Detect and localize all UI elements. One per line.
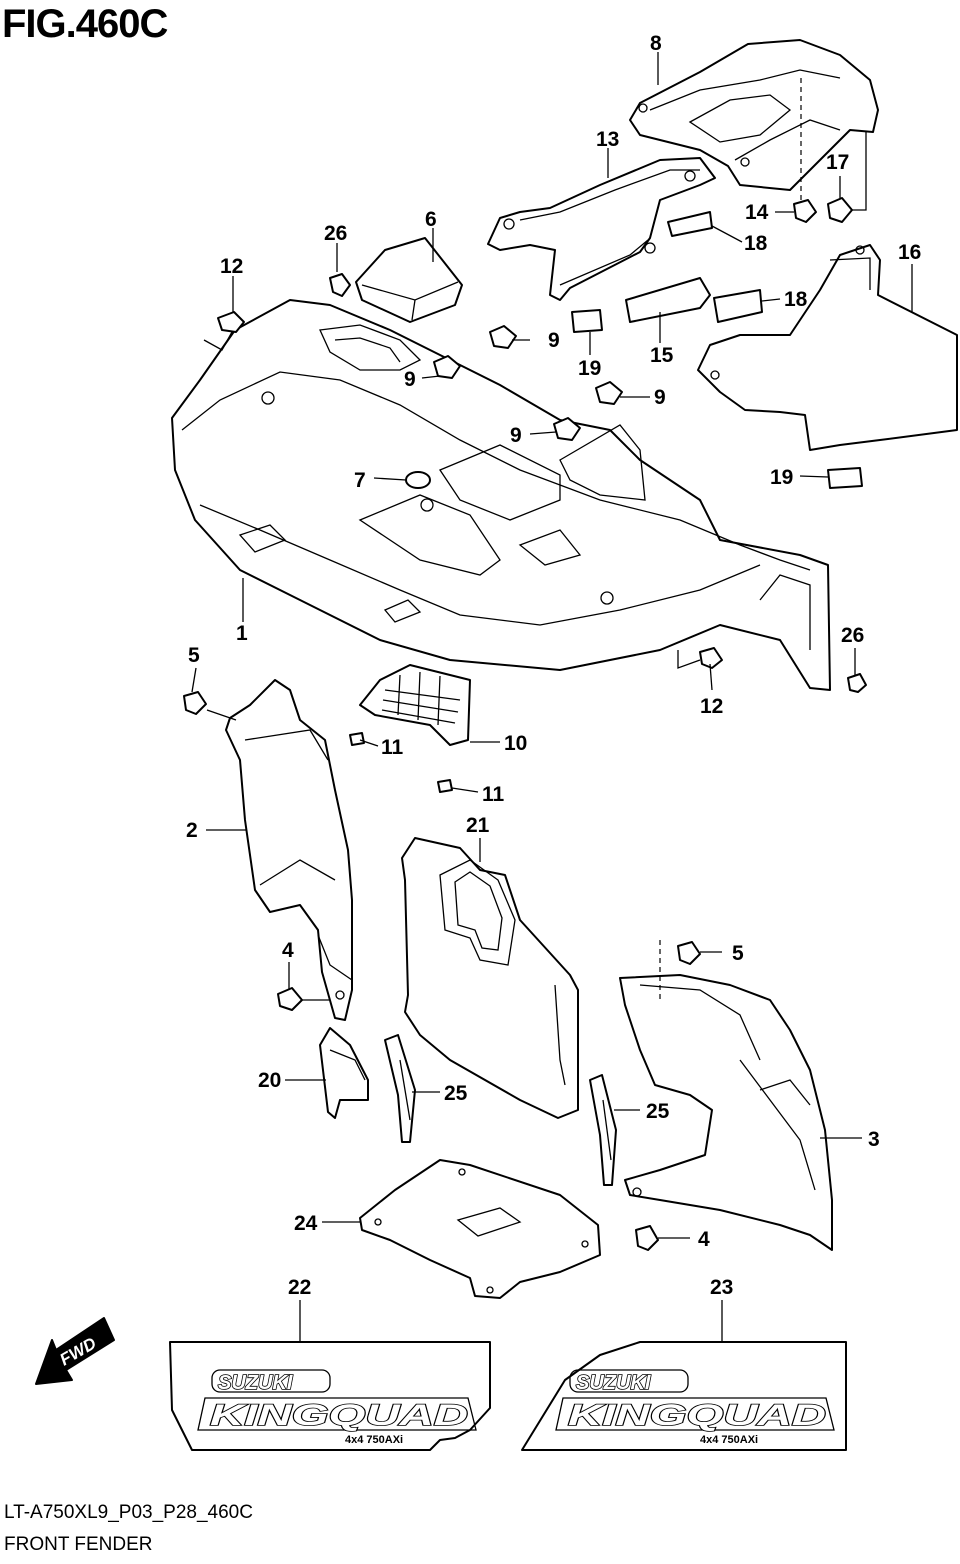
fastener-clips — [183, 197, 867, 1251]
part-25-tie-strap-right — [589, 1074, 617, 1186]
callout-26-lower: 26 — [841, 624, 864, 647]
callout-10: 10 — [504, 732, 527, 755]
callout-4-lower: 4 — [698, 1228, 710, 1251]
callout-5-upper: 5 — [188, 644, 200, 667]
part-10-grille — [359, 664, 471, 746]
callout-19-upper: 19 — [578, 357, 601, 380]
figure-title: FIG.460C — [2, 2, 168, 46]
part-18-pad-lower — [713, 289, 763, 323]
callout-numbers: 8 13 6 26 12 9 9 9 9 7 1 19 15 18 18 14 … — [186, 32, 921, 1299]
callout-22: 22 — [288, 1276, 311, 1299]
callout-9-d: 9 — [510, 424, 522, 447]
part-22-decal-left: SUZUKI KINGQUAD 4x4 750AXi — [169, 1341, 491, 1451]
callout-3: 3 — [868, 1128, 880, 1151]
part-18-pad-upper — [667, 211, 713, 237]
part-19-block-upper — [571, 309, 603, 333]
forward-arrow-icon — [35, 1317, 115, 1385]
callout-18-upper: 18 — [744, 232, 768, 255]
callout-12-lower: 12 — [700, 695, 723, 718]
assembly-guide-lines — [659, 78, 802, 1000]
callout-19-lower: 19 — [770, 466, 793, 489]
part-2-left-inner-fender — [225, 679, 353, 1021]
callout-12-upper: 12 — [220, 255, 243, 278]
section-name: FRONT FENDER — [4, 1534, 153, 1555]
callout-9-a: 9 — [548, 329, 560, 352]
part-23-decal-right: SUZUKI KINGQUAD 4x4 750AXi — [521, 1341, 847, 1451]
part-3-right-inner-fender — [619, 974, 833, 1251]
decal-left-sub: 4x4 750AXi — [345, 1434, 403, 1446]
callout-6: 6 — [425, 208, 437, 231]
part-6-lid — [355, 237, 463, 323]
callout-17: 17 — [826, 151, 849, 174]
decal-right-model: KINGQUAD — [568, 1399, 826, 1432]
callout-1: 1 — [236, 622, 248, 645]
decal-right-brand: SUZUKI — [576, 1372, 651, 1394]
callout-11-upper: 11 — [381, 736, 404, 759]
callout-25-left: 25 — [444, 1082, 468, 1105]
callout-20: 20 — [258, 1069, 281, 1092]
callout-5-lower: 5 — [732, 942, 744, 965]
decal-right-sub: 4x4 750AXi — [700, 1434, 758, 1446]
callout-4-upper: 4 — [282, 939, 294, 962]
callout-2: 2 — [186, 819, 198, 842]
callout-9-c: 9 — [654, 386, 666, 409]
callout-8: 8 — [650, 32, 662, 55]
callout-21: 21 — [466, 814, 490, 837]
leader-lines — [191, 52, 913, 1342]
part-8-top-cover — [629, 39, 879, 191]
part-19-block-lower — [827, 467, 863, 489]
callout-7: 7 — [354, 469, 366, 492]
callout-9-b: 9 — [404, 368, 416, 391]
part-16-side-plate — [697, 244, 958, 451]
decal-left-model: KINGQUAD — [210, 1399, 468, 1432]
part-1-front-fender — [171, 299, 831, 691]
callout-15: 15 — [650, 344, 674, 367]
model-code: LT-A750XL9_P03_P28_460C — [4, 1502, 253, 1523]
callout-14: 14 — [745, 201, 769, 224]
part-24-plate — [359, 1159, 601, 1299]
part-21-panel — [401, 837, 579, 1119]
callout-25-right: 25 — [646, 1100, 670, 1123]
callout-13: 13 — [596, 128, 619, 151]
part-25-tie-strap-left — [384, 1034, 416, 1143]
part-20-bracket — [319, 1027, 369, 1119]
part-15-pad — [625, 277, 711, 323]
decal-left-brand: SUZUKI — [218, 1372, 293, 1394]
callout-26-upper: 26 — [324, 222, 347, 245]
callout-24: 24 — [294, 1212, 318, 1235]
callout-18-lower: 18 — [784, 288, 808, 311]
callout-11-lower: 11 — [482, 783, 505, 806]
callout-23: 23 — [710, 1276, 733, 1299]
callout-16: 16 — [898, 241, 921, 264]
part-13-frame-bracket — [487, 157, 716, 301]
forward-direction-arrow: FWD — [35, 1317, 115, 1385]
